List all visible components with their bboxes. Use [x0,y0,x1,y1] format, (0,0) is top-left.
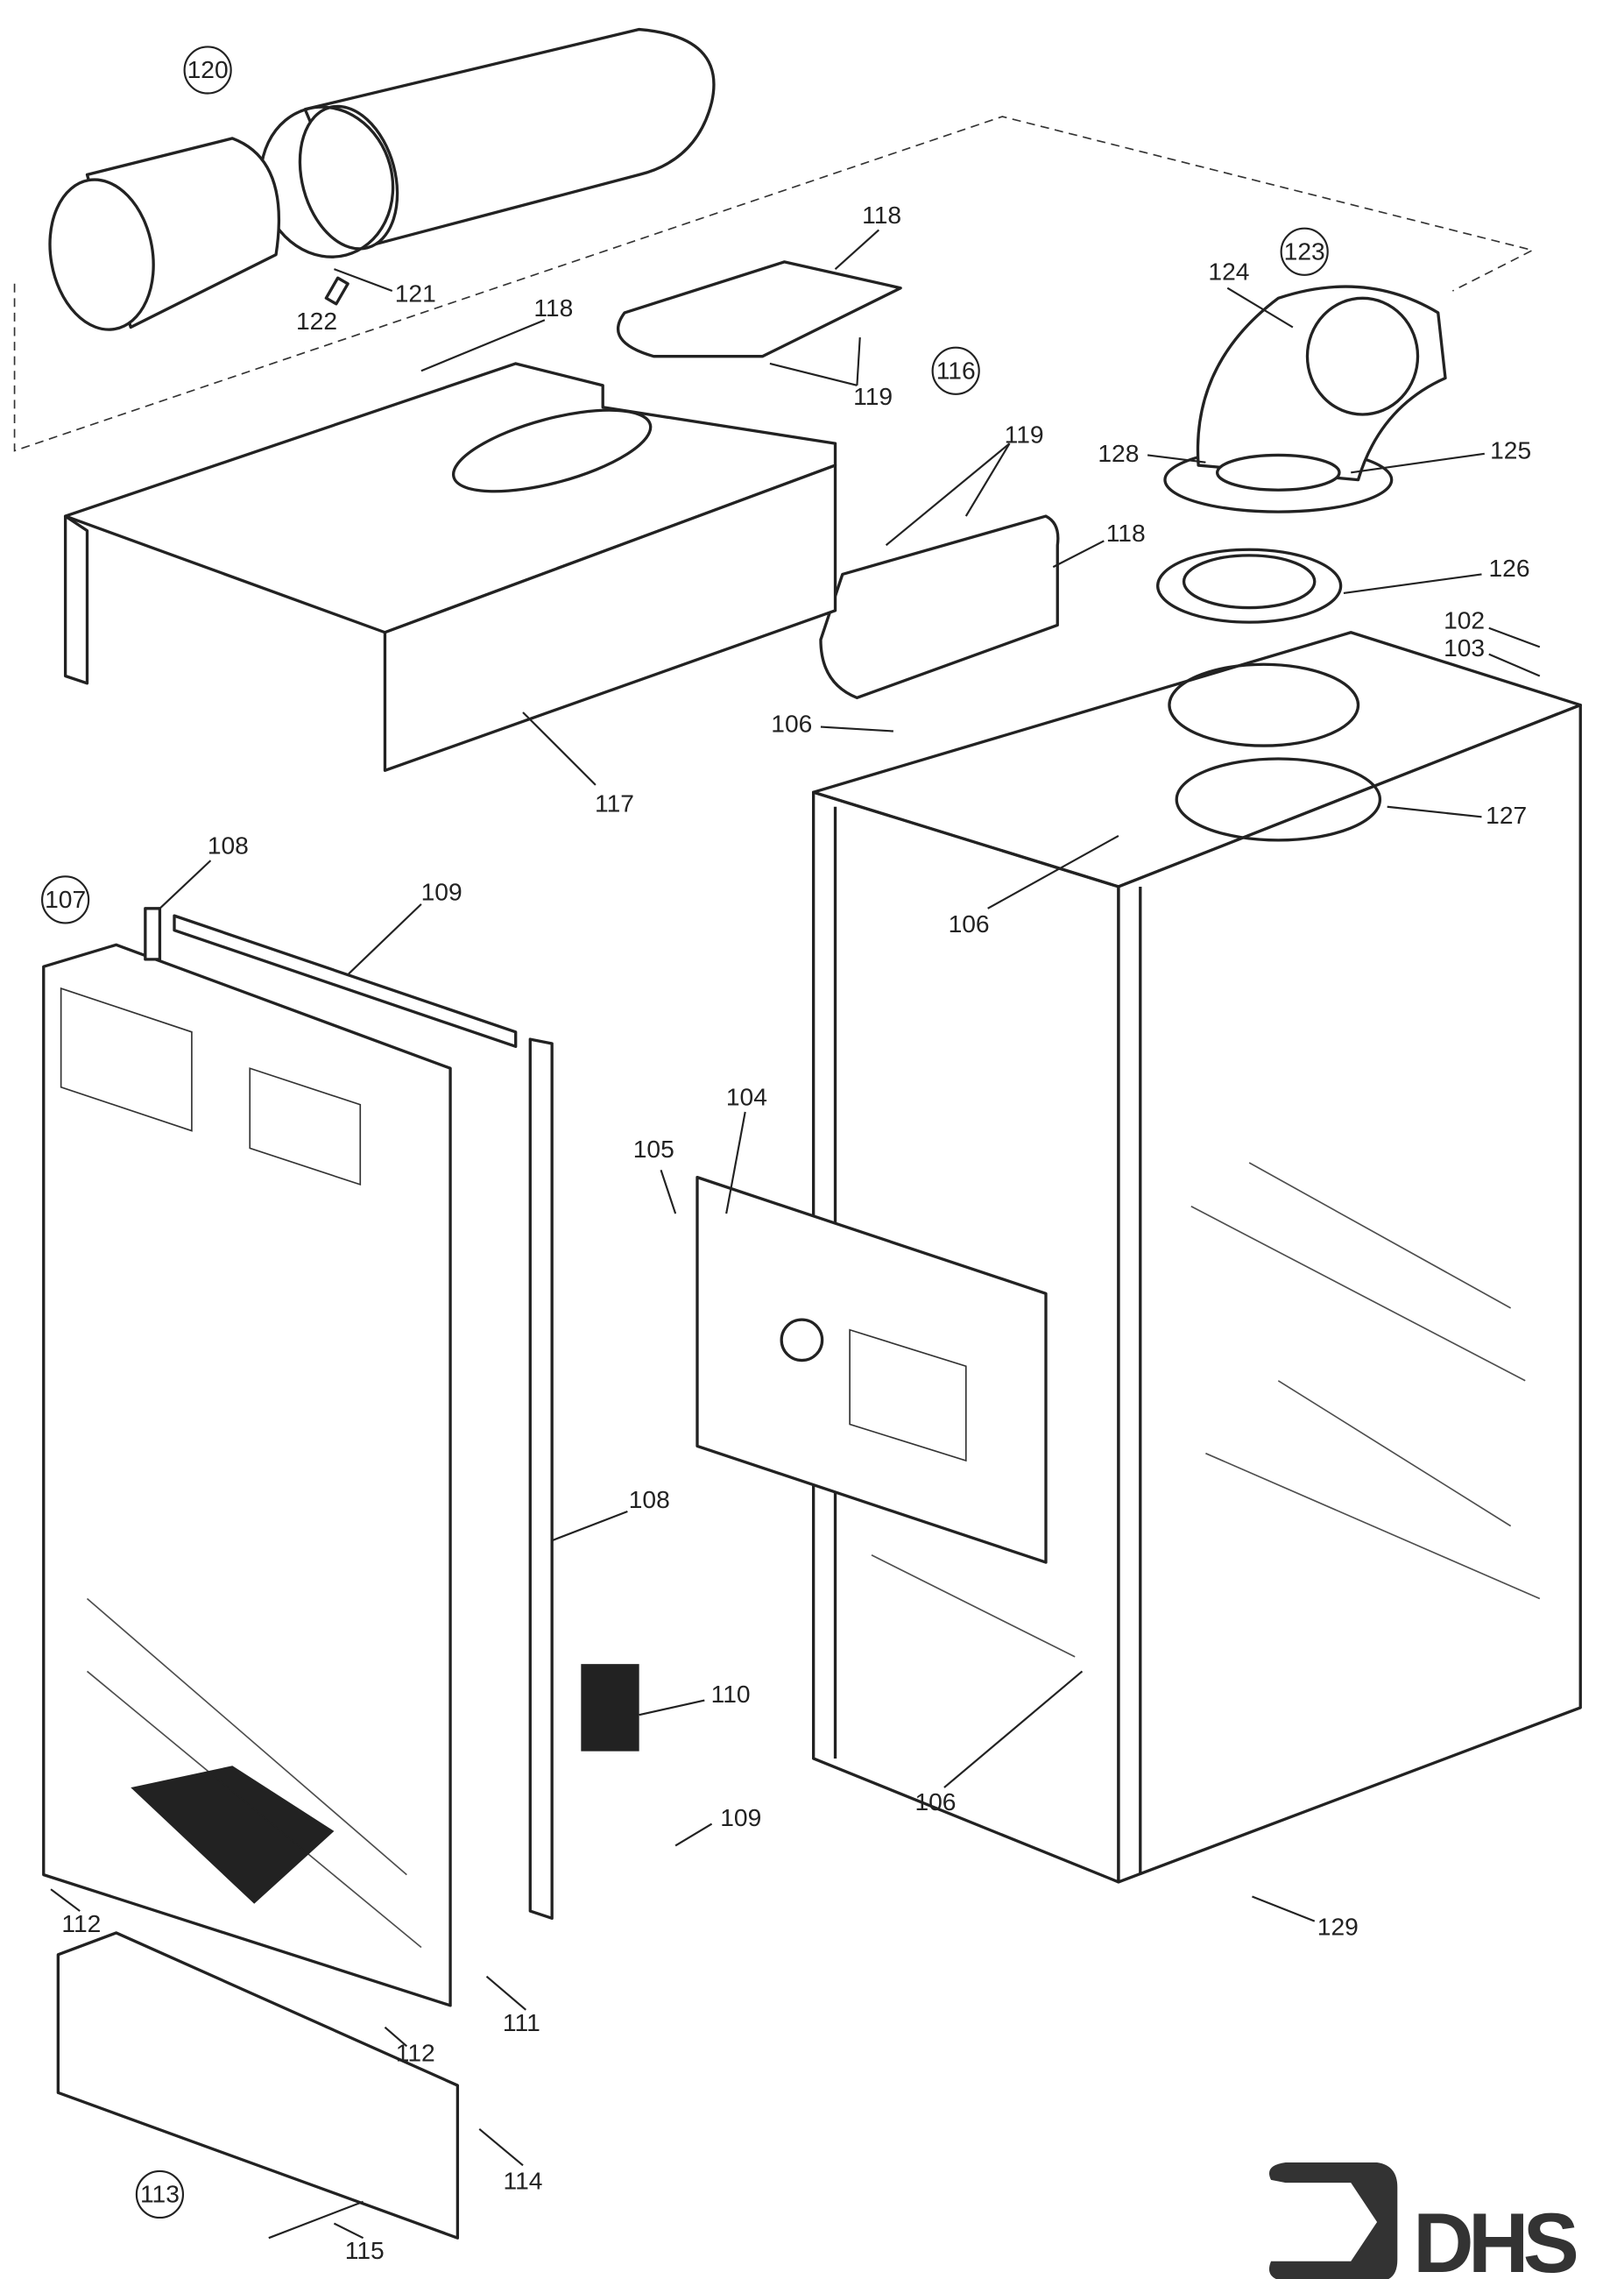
bottom-cover-113 [56,1931,460,2240]
boiler-casing [812,631,1582,1884]
shading-hatch [86,1162,1541,1949]
plate-118-top [616,260,902,358]
label-116: 116 [936,356,976,384]
label-119: 119 [853,382,893,410]
label-108: 108 [629,1485,670,1513]
label-126: 126 [1488,554,1529,582]
elbow-assembly [1156,285,1447,624]
part-labels: 120 121 122 118 118 119 116 123 124 128 … [45,55,1531,2264]
label-118: 118 [862,201,901,229]
top-cover-117 [63,362,837,772]
label-108: 108 [208,832,249,860]
label-119: 119 [1005,420,1044,448]
flue-assembly [48,27,716,331]
control-panel-104 [695,1175,1048,1564]
label-114: 114 [504,2167,543,2195]
label-129: 129 [1317,1912,1359,1940]
dhs-logo: DHS [1268,2162,1582,2279]
plate-118-right [819,514,1060,700]
label-128: 128 [1098,439,1139,467]
label-124: 124 [1208,258,1249,286]
label-115: 115 [345,2236,385,2264]
label-125: 125 [1490,436,1531,464]
dashed-boundary [13,116,1535,452]
label-127: 127 [1486,801,1527,829]
label-110: 110 [711,1680,751,1708]
label-118: 118 [1106,519,1146,547]
label-113: 113 [140,2180,180,2208]
label-106: 106 [914,1787,956,1815]
label-122: 122 [296,307,337,335]
leader-lines [50,229,1541,2240]
label-109: 109 [720,1803,761,1831]
label-102: 102 [1444,606,1485,634]
label-111: 111 [503,2008,540,2036]
label-121: 121 [395,279,436,307]
front-panel-107 [42,907,639,2007]
label-109: 109 [421,878,462,906]
label-105: 105 [633,1135,674,1163]
label-112: 112 [61,1909,101,1937]
svg-text:DHS: DHS [1413,2197,1577,2279]
filter-110 [581,1664,639,1752]
label-106: 106 [771,709,812,737]
label-106: 106 [949,909,990,938]
label-123: 123 [1284,237,1325,265]
label-103: 103 [1444,633,1485,662]
label-120: 120 [187,55,229,83]
label-107: 107 [45,885,86,913]
label-118: 118 [533,294,573,322]
label-112: 112 [396,2039,435,2067]
label-104: 104 [726,1083,767,1111]
label-117: 117 [595,789,634,817]
